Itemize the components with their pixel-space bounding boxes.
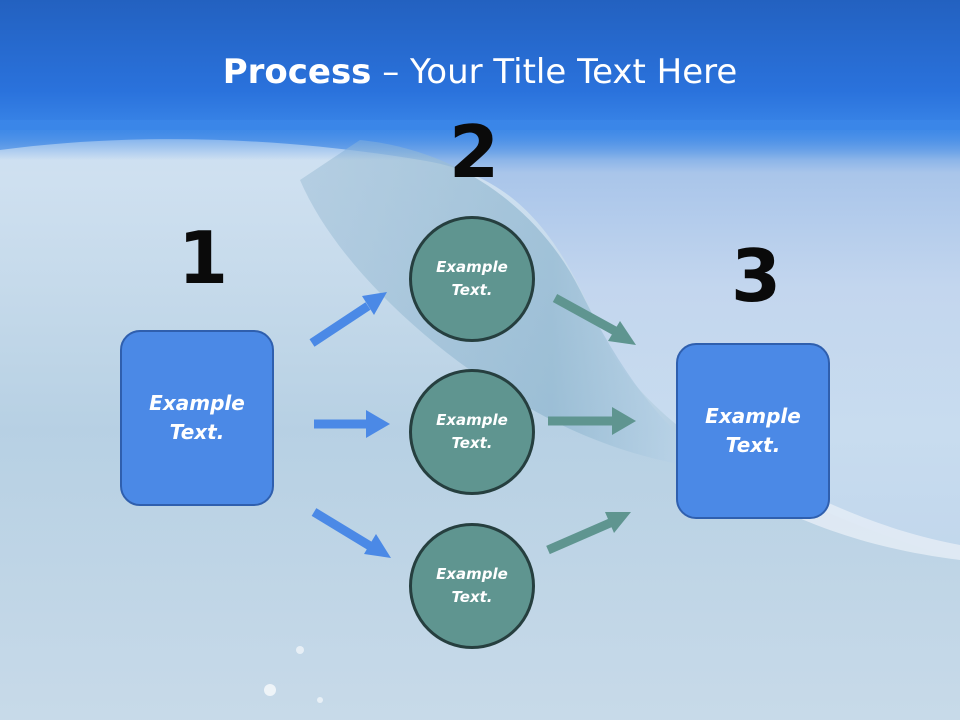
slide-title-bold: Process (222, 52, 372, 92)
arrow-from-bottom-circle (546, 512, 631, 555)
step-2-circle-top-text: Example Text. (436, 258, 508, 299)
step-3-box: Example Text. (676, 343, 830, 519)
step-2-circle-middle: Example Text. (409, 369, 535, 495)
step-1-box: Example Text. (120, 330, 274, 506)
title-bar (0, 0, 960, 130)
arrow-to-middle-circle (314, 410, 390, 438)
step-2-circle-middle-text: Example Text. (436, 411, 508, 452)
step-2-circle-top: Example Text. (409, 216, 535, 342)
step-3-text: Example Text. (705, 404, 801, 457)
step-2-circle-bottom-text: Example Text. (436, 565, 508, 606)
step-number-1: 1 (178, 216, 229, 300)
title-bar-fade (0, 120, 960, 160)
step-1-text: Example Text. (149, 391, 245, 444)
arrow-from-top-circle (552, 294, 636, 345)
step-number-3: 3 (731, 234, 782, 318)
slide-title: Process – Your Title Text Here (0, 52, 960, 92)
slide-title-rest: – Your Title Text Here (371, 52, 738, 92)
step-number-2: 2 (449, 110, 500, 194)
step-2-circle-bottom: Example Text. (409, 523, 535, 649)
arrow-to-top-circle (309, 292, 387, 347)
arrow-from-middle-circle (548, 407, 636, 435)
arrow-to-bottom-circle (311, 508, 391, 558)
